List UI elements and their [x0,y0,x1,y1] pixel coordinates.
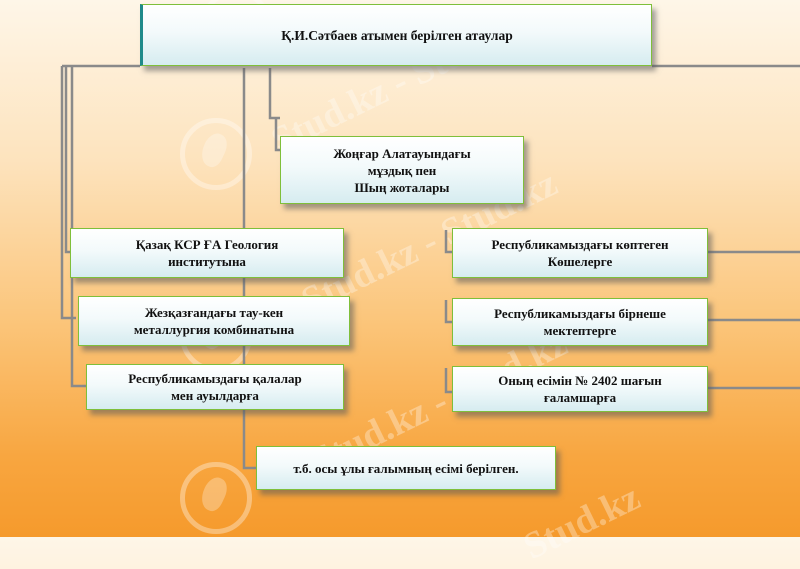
node-towns: Республикамыздағы қалалар мен ауылдарға [86,364,344,410]
node-planet: Оның есімін № 2402 шағын ғаламшарға [452,366,708,412]
node-combine: Жезқазғандағы тау-кен металлургия комбин… [78,296,350,346]
connector-trunk [242,68,256,470]
connector-planet-left [444,368,452,394]
connector-rail-3 [70,66,86,388]
connector-to-glaciers-b [274,118,280,152]
connector-to-glaciers-a [268,68,280,120]
connector-streets-left [444,230,452,254]
node-schools: Республикамыздағы бірнеше мектептерге [452,298,708,346]
node-institute: Қазақ КСР ҒА Геология институтына [70,228,344,278]
node-streets: Республикамыздағы көптеген Көшелерге [452,228,708,278]
root-node: Қ.И.Сәтбаев атымен берілген атаулар [140,4,652,66]
connector-schools-left [444,300,452,324]
node-other: т.б. осы ұлы ғалымның есімі берілген. [256,446,556,490]
connector-lines [60,64,800,470]
connector-rail-1 [60,66,76,320]
node-glaciers: Жоңғар Алатауындағы мұздық пен Шың жотал… [280,136,524,204]
